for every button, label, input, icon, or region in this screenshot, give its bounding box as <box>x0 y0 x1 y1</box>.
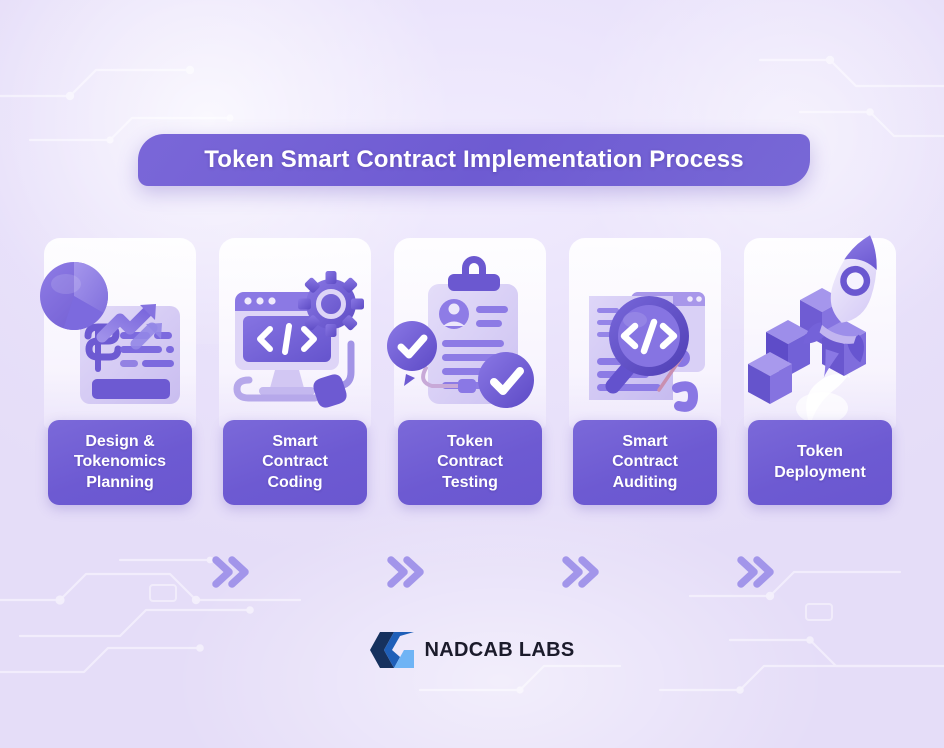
label-line: Contract <box>437 453 503 471</box>
process-step-1[interactable]: Design & Tokenomics Planning <box>40 238 196 523</box>
double-chevron-right-icon <box>385 551 425 593</box>
label-line: Auditing <box>612 473 678 491</box>
label-line: Coding <box>267 473 323 491</box>
brand-name: NADCAB LABS <box>424 638 575 661</box>
step-label-text: Token Contract Testing <box>437 432 503 493</box>
label-line: Testing <box>442 473 498 491</box>
clipboard-checkmarks-icon <box>387 240 546 426</box>
label-line: Deployment <box>774 463 866 481</box>
page-title: Token Smart Contract Implementation Proc… <box>204 146 744 173</box>
magnifier-code-audit-icon <box>569 240 721 426</box>
step-label-button[interactable]: Token Deployment <box>748 420 892 505</box>
step-label-button[interactable]: Smart Contract Auditing <box>573 420 717 505</box>
label-line: Token <box>797 443 843 461</box>
process-step-2[interactable]: Smart Contract Coding <box>219 238 371 523</box>
monitor-code-gear-icon <box>219 240 371 426</box>
label-line: Contract <box>262 453 328 471</box>
footer-brand-logo: NADCAB LABS <box>0 630 944 670</box>
pie-chart-growth-document-icon <box>40 240 196 426</box>
step-label-text: Design & Tokenomics Planning <box>74 432 166 493</box>
step-label-button[interactable]: Token Contract Testing <box>398 420 542 505</box>
process-step-5[interactable]: Token Deployment <box>744 235 896 523</box>
page-title-banner: Token Smart Contract Implementation Proc… <box>138 134 810 186</box>
process-step-4[interactable]: Smart Contract Auditing <box>569 238 721 523</box>
blocks-rocket-launch-icon <box>744 235 896 426</box>
label-line: Contract <box>612 453 678 471</box>
background-glow-bottom <box>169 493 831 748</box>
step-label-text: Smart Contract Coding <box>262 432 328 493</box>
step-label-button[interactable]: Smart Contract Coding <box>223 420 367 505</box>
step-label-button[interactable]: Design & Tokenomics Planning <box>48 420 192 505</box>
label-line: Planning <box>86 473 154 491</box>
step-label-text: Smart Contract Auditing <box>612 432 678 493</box>
step-label-text: Token Deployment <box>774 442 866 483</box>
double-chevron-right-icon <box>735 551 775 593</box>
label-line: Token <box>447 432 493 450</box>
process-step-3[interactable]: Token Contract Testing <box>387 238 546 523</box>
label-line: Smart <box>622 432 668 450</box>
nadcab-chevron-logo-icon <box>369 632 414 668</box>
double-chevron-right-icon <box>560 551 600 593</box>
label-line: Design & <box>85 432 155 450</box>
double-chevron-right-icon <box>210 551 250 593</box>
label-line: Tokenomics <box>73 453 167 471</box>
label-line: Smart <box>272 432 318 450</box>
process-steps-row: Design & Tokenomics Planning <box>40 235 906 588</box>
